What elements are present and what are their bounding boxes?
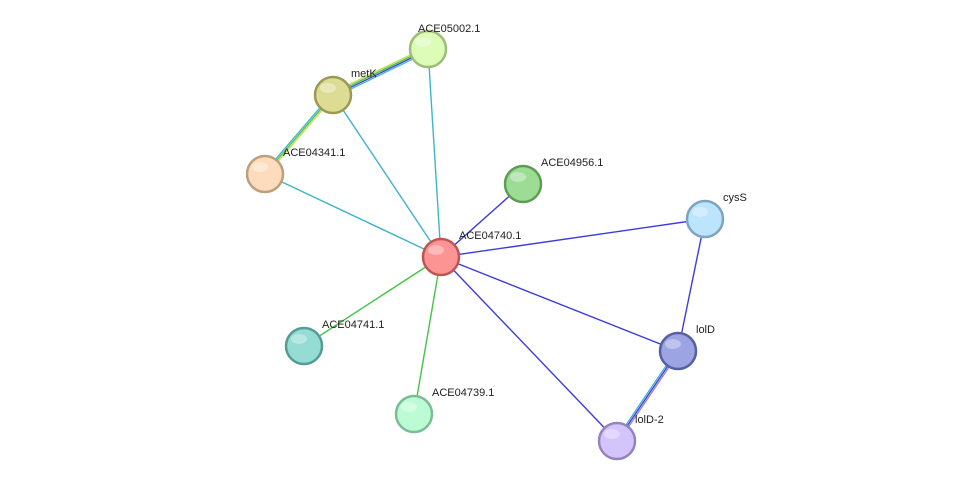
node-highlight xyxy=(604,429,620,439)
node-ace04739-1[interactable]: ACE04739.1 xyxy=(394,387,494,434)
node-label: cysS xyxy=(723,192,747,204)
node-label: ACE04741.1 xyxy=(322,319,384,331)
edge-ace04740-1-ace04741-1 xyxy=(303,256,442,347)
edge-line xyxy=(413,256,442,415)
node-highlight xyxy=(665,339,681,349)
node-circle[interactable] xyxy=(658,331,698,371)
node-highlight xyxy=(510,172,526,182)
node-circle[interactable] xyxy=(421,237,461,277)
node-highlight xyxy=(415,37,431,47)
edge-ace04740-1-lold-2 xyxy=(440,256,618,442)
node-highlight xyxy=(291,334,307,344)
edge-ace04740-1-lold xyxy=(440,256,679,352)
node-highlight xyxy=(428,245,444,255)
node-circle[interactable] xyxy=(284,326,324,366)
node-highlight xyxy=(692,207,708,217)
edge-line xyxy=(440,256,618,442)
node-label: metK xyxy=(351,68,377,80)
node-cyss[interactable]: cysS xyxy=(685,192,747,239)
node-circle[interactable] xyxy=(408,29,448,69)
node-label: lolD-2 xyxy=(635,414,664,426)
node-circle[interactable] xyxy=(597,421,637,461)
node-ace04740-1[interactable]: ACE04740.1 xyxy=(421,230,521,277)
node-metk[interactable]: metK xyxy=(313,68,377,115)
node-circle[interactable] xyxy=(685,199,725,239)
edge-ace04740-1-ace04739-1 xyxy=(413,256,442,415)
edge-ace04740-1-ace05002-1 xyxy=(427,48,442,258)
node-ace04956-1[interactable]: ACE04956.1 xyxy=(503,157,603,204)
node-highlight xyxy=(401,402,417,412)
edge-cyss-lold xyxy=(677,218,706,352)
edge-line xyxy=(332,94,442,258)
node-ace04341-1[interactable]: ACE04341.1 xyxy=(245,147,345,194)
edge-ace04740-1-cyss xyxy=(440,218,706,258)
node-label: lolD xyxy=(696,324,715,336)
node-layer: ACE05002.1 metK ACE04341.1ACE04956.1ACE047… xyxy=(245,23,747,461)
edge-line xyxy=(440,218,706,258)
node-highlight xyxy=(320,83,336,93)
edge-ace04740-1-metk xyxy=(332,94,442,258)
node-ace05002-1[interactable]: ACE05002.1 xyxy=(408,23,480,69)
edge-line xyxy=(677,218,706,352)
node-lold[interactable]: lolD xyxy=(658,324,715,371)
node-label: ACE05002.1 xyxy=(418,23,480,35)
node-circle[interactable] xyxy=(313,75,353,115)
edge-ace04740-1-ace04341-1 xyxy=(264,173,442,258)
node-label: ACE04956.1 xyxy=(541,157,603,169)
node-lold-2[interactable]: lolD-2 xyxy=(597,414,664,461)
node-label: ACE04739.1 xyxy=(432,387,494,399)
node-highlight xyxy=(252,162,268,172)
node-label: ACE04740.1 xyxy=(459,230,521,242)
node-circle[interactable] xyxy=(503,164,543,204)
edge-line xyxy=(440,256,679,352)
edge-line xyxy=(427,48,442,258)
node-circle[interactable] xyxy=(245,154,285,194)
node-label: ACE04341.1 xyxy=(283,147,345,159)
node-circle[interactable] xyxy=(394,394,434,434)
edge-line xyxy=(303,256,442,347)
edge-line xyxy=(264,173,442,258)
node-ace04741-1[interactable]: ACE04741.1 xyxy=(284,319,384,366)
